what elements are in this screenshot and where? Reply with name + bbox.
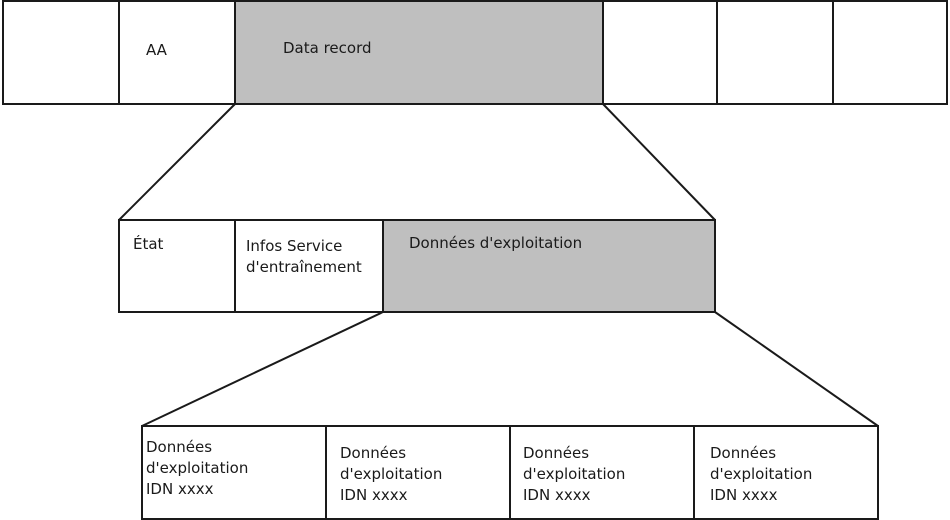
idn-label-3-line-1: Données (523, 444, 590, 462)
connector-record-left (118, 103, 236, 221)
operating-data-idn-cell-1 (141, 425, 327, 520)
idn-label-4-line-3: IDN xxxx (710, 486, 778, 504)
infos-service-line-2: d'entraînement (246, 258, 362, 276)
operating-data-idn-label-2: Données d'exploitation IDN xxxx (340, 443, 442, 506)
connector-operating-left (141, 311, 384, 427)
infos-service-label: Infos Service d'entraînement (246, 236, 362, 278)
top-cell-blank-1 (2, 0, 120, 105)
idn-label-2-line-2: d'exploitation (340, 465, 443, 483)
idn-label-4-line-1: Données (710, 444, 777, 462)
idn-label-1-line-2: d'exploitation (146, 459, 249, 477)
operating-data-idn-cell-3 (509, 425, 695, 520)
top-cell-blank-4 (832, 0, 948, 105)
top-cell-aa (118, 0, 236, 105)
etat-cell (118, 219, 236, 313)
data-record-label: Data record (283, 39, 372, 57)
idn-label-1-line-1: Données (146, 438, 213, 456)
operating-data-idn-cell-4 (693, 425, 879, 520)
top-cell-blank-3 (716, 0, 834, 105)
idn-label-4-line-2: d'exploitation (710, 465, 813, 483)
infos-service-cell (234, 219, 384, 313)
operating-data-cell (382, 219, 716, 313)
top-cell-data-record (234, 0, 604, 105)
idn-label-2-line-1: Données (340, 444, 407, 462)
operating-data-idn-label-4: Données d'exploitation IDN xxxx (710, 443, 812, 506)
idn-label-1-line-3: IDN xxxx (146, 480, 214, 498)
aa-label: AA (146, 41, 167, 59)
idn-label-2-line-3: IDN xxxx (340, 486, 408, 504)
connector-record-right (602, 103, 716, 221)
idn-label-3-line-3: IDN xxxx (523, 486, 591, 504)
idn-label-3-line-2: d'exploitation (523, 465, 626, 483)
operating-data-label: Données d'exploitation (409, 234, 583, 252)
infos-service-line-1: Infos Service (246, 237, 343, 255)
connector-operating-right (714, 311, 879, 427)
etat-label: État (133, 235, 164, 253)
operating-data-idn-label-1: Données d'exploitation IDN xxxx (146, 437, 248, 500)
operating-data-idn-label-3: Données d'exploitation IDN xxxx (523, 443, 625, 506)
